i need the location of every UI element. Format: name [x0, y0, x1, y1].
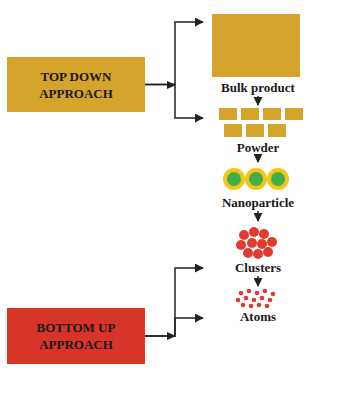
flow-arrow	[145, 268, 203, 336]
node-label: Powder	[204, 140, 312, 155]
bulk-block	[212, 14, 300, 77]
stage-item: Atoms	[204, 287, 312, 324]
node-label: Bulk product	[204, 80, 312, 95]
stage-item: Bulk product	[204, 13, 312, 95]
powder-bricks	[219, 108, 303, 137]
node-label: Clusters	[204, 260, 312, 275]
stage-item: Nanoparticle	[204, 163, 312, 210]
flow-arrow	[257, 276, 259, 286]
flow-arrow	[145, 85, 203, 119]
approach-box: TOP DOWN APPROACH	[7, 57, 145, 112]
node-label: TOP DOWN APPROACH	[29, 68, 123, 102]
approach-box: BOTTOM UP APPROACH	[7, 308, 145, 364]
flow-arrow	[145, 318, 203, 336]
nanoparticle-spheres	[223, 168, 289, 190]
flow-arrow	[257, 96, 259, 105]
stage-item: Clusters	[204, 222, 312, 275]
node-label: BOTTOM UP APPROACH	[29, 319, 123, 353]
cluster-dots	[236, 227, 277, 259]
atom-dots	[236, 289, 276, 309]
flow-arrow	[145, 22, 203, 85]
flow-arrow	[257, 156, 259, 162]
node-label: Nanoparticle	[204, 195, 312, 210]
node-label: Atoms	[204, 309, 312, 324]
stage-item: Powder	[204, 106, 312, 155]
flow-arrow	[257, 211, 259, 221]
